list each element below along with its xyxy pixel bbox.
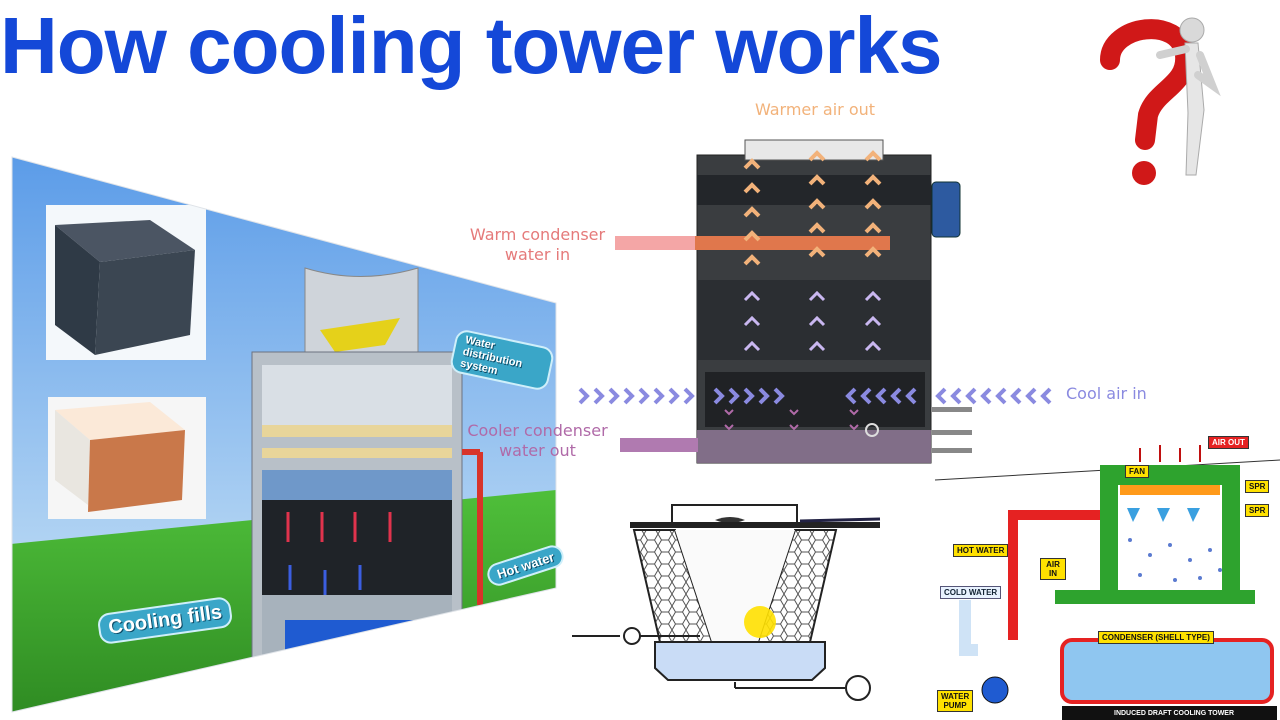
induced-draft-caption: INDUCED DRAFT COOLING TOWER (1110, 708, 1239, 719)
cold-water-tag: COLD WATER (940, 586, 1002, 599)
warmer-air-out-label: Warmer air out (754, 100, 876, 119)
sprayer-tag-1: SPR (1245, 480, 1270, 493)
page-title: How cooling tower works (0, 1, 943, 90)
condenser-tag: CONDENSER (SHELL TYPE) (1098, 631, 1214, 644)
hot-water-tag: HOT WATER (953, 544, 1009, 557)
cooler-condenser-water-out-label: Cooler condenser water out (467, 421, 608, 460)
sprayer-tag-2: SPR (1245, 504, 1270, 517)
cool-air-in-label: Cool air in (1066, 384, 1147, 403)
fan-tag: FAN (1125, 465, 1149, 478)
warm-condenser-water-in-label: Warm condenser water in (469, 225, 606, 264)
water-pump-tag: WATER PUMP (937, 690, 973, 712)
air-in-tag: AIR IN (1040, 558, 1066, 580)
air-out-tag: AIR OUT (1208, 436, 1249, 449)
